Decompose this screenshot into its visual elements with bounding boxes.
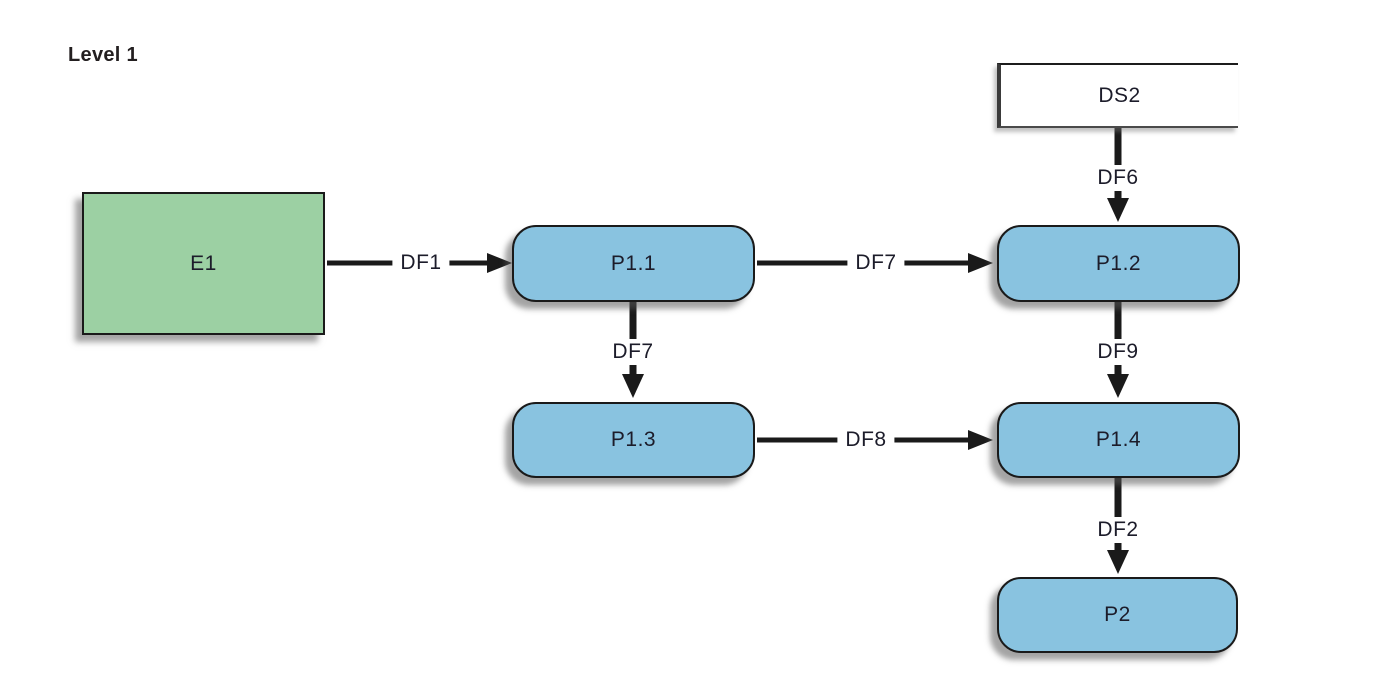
flow-label-df2: DF2 [1089, 517, 1147, 543]
node-label-p1-4: P1.4 [1095, 428, 1142, 451]
flow-label-df6: DF6 [1089, 165, 1147, 191]
flow-label-df7-horizontal: DF7 [847, 250, 905, 276]
arrowhead-df9 [1107, 374, 1129, 398]
arrowhead-df7-horizontal [968, 253, 993, 273]
arrowhead-df6 [1107, 198, 1129, 222]
node-label-p1-2: P1.2 [1095, 251, 1142, 275]
arrowhead-df1 [487, 253, 512, 273]
arrowhead-df8 [968, 430, 993, 450]
arrowhead-df2 [1107, 550, 1129, 574]
node-process-p1-3: P1.3 [512, 402, 755, 478]
node-process-p2: P2 [997, 577, 1238, 653]
node-label-p1-3: P1.3 [610, 428, 657, 451]
node-data-store-ds2: DS2 [997, 63, 1238, 128]
node-label-e1: E1 [190, 251, 217, 275]
flow-label-df1: DF1 [392, 250, 450, 276]
node-external-entity-e1: E1 [82, 192, 325, 335]
diagram-title: Level 1 [68, 44, 138, 66]
node-process-p1-4: P1.4 [997, 402, 1240, 478]
flow-label-df9: DF9 [1089, 339, 1147, 365]
flow-label-df8: DF8 [837, 427, 895, 453]
node-process-p1-2: P1.2 [997, 225, 1240, 302]
node-label-p1-1: P1.1 [610, 251, 657, 275]
node-label-p2: P2 [1104, 603, 1131, 626]
node-label-ds2: DS2 [1098, 83, 1141, 107]
flow-label-df7-vertical: DF7 [604, 339, 662, 365]
node-process-p1-1: P1.1 [512, 225, 755, 302]
arrowhead-df7-vertical [622, 374, 644, 398]
